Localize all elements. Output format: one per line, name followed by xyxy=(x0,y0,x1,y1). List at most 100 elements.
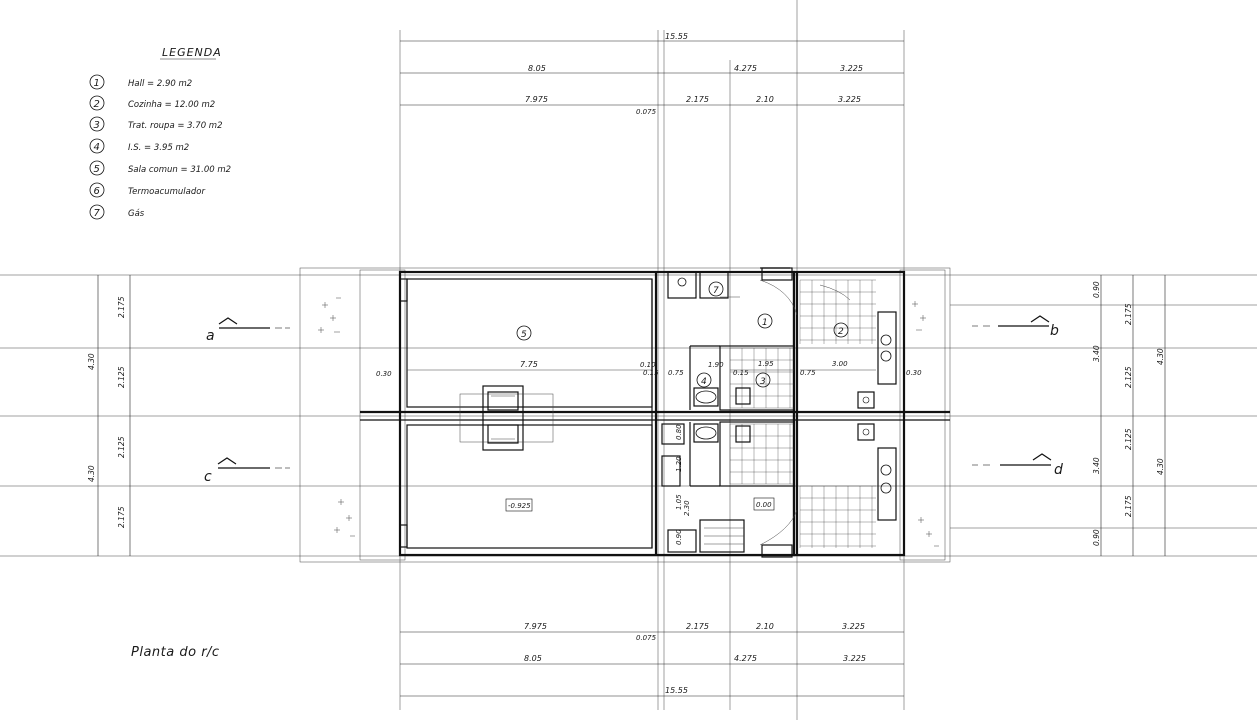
svg-text:Sala comun = 31.00 m2: Sala comun = 31.00 m2 xyxy=(128,165,231,175)
room-4-number: 4 xyxy=(701,377,707,387)
svg-text:3.225: 3.225 xyxy=(840,64,863,73)
svg-text:0.75: 0.75 xyxy=(668,369,684,377)
svg-text:7.975: 7.975 xyxy=(525,95,548,104)
room-numbers: 5 1 2 3 4 7 xyxy=(516,281,849,388)
svg-text:6: 6 xyxy=(94,186,100,197)
svg-text:Trat. roupa = 3.70 m2: Trat. roupa = 3.70 m2 xyxy=(128,121,223,131)
svg-text:3.00: 3.00 xyxy=(832,360,848,368)
svg-text:0.15: 0.15 xyxy=(643,369,659,377)
svg-text:2.175: 2.175 xyxy=(686,622,709,631)
svg-text:1.20: 1.20 xyxy=(675,456,683,472)
svg-text:2.10: 2.10 xyxy=(756,622,774,631)
svg-text:I.S. = 3.95 m2: I.S. = 3.95 m2 xyxy=(128,143,189,153)
svg-text:4.30: 4.30 xyxy=(1156,458,1165,475)
dim-total-top: 15.55 xyxy=(665,32,688,41)
dim-total-bottom: 15.55 xyxy=(665,686,688,695)
svg-text:3.225: 3.225 xyxy=(843,654,866,663)
room-5-number: 5 xyxy=(521,330,527,340)
svg-text:0.90: 0.90 xyxy=(1092,281,1101,298)
svg-text:2: 2 xyxy=(94,99,100,110)
svg-text:Cozinha = 12.00 m2: Cozinha = 12.00 m2 xyxy=(128,100,215,110)
room-3-number: 3 xyxy=(760,377,766,387)
svg-text:2.175: 2.175 xyxy=(117,296,126,318)
section-b-label: b xyxy=(1050,323,1059,339)
room-1-number: 1 xyxy=(762,318,768,328)
legend-title: LEGENDA xyxy=(162,46,222,59)
svg-text:7: 7 xyxy=(94,208,101,219)
svg-text:2.175: 2.175 xyxy=(1124,303,1133,325)
svg-text:4.30: 4.30 xyxy=(87,353,96,370)
level-sala: -0.925 xyxy=(508,502,531,510)
svg-text:0.15: 0.15 xyxy=(733,369,749,377)
svg-text:4.30: 4.30 xyxy=(1156,348,1165,365)
legend-item: 2 Cozinha = 12.00 m2 xyxy=(89,95,215,111)
section-markers: a b c d xyxy=(204,315,1063,485)
legend-item: 6 Termoacumulador xyxy=(89,182,205,198)
svg-text:1.90: 1.90 xyxy=(708,361,724,369)
bottom-dimensions: 7.975 2.175 2.10 3.225 0.075 8.05 4.275 … xyxy=(400,622,904,697)
svg-text:7.75: 7.75 xyxy=(520,360,538,369)
svg-text:4.275: 4.275 xyxy=(734,654,757,663)
legend-item: 5 Sala comun = 31.00 m2 xyxy=(89,160,231,176)
svg-text:Hall = 2.90 m2: Hall = 2.90 m2 xyxy=(128,79,192,89)
svg-text:1: 1 xyxy=(94,78,100,89)
svg-text:2.175: 2.175 xyxy=(117,506,126,528)
svg-text:3.40: 3.40 xyxy=(1092,345,1101,362)
level-hall: 0.00 xyxy=(756,501,772,509)
legend: LEGENDA 1 Hall = 2.90 m2 2 Cozinha = 12.… xyxy=(89,46,231,220)
svg-text:2.125: 2.125 xyxy=(117,436,126,458)
right-dimensions: 0.90 3.40 3.40 0.90 2.175 2.125 2.125 2.… xyxy=(1092,275,1166,556)
svg-text:4.30: 4.30 xyxy=(87,465,96,482)
svg-text:8.05: 8.05 xyxy=(528,64,546,73)
svg-text:0.90: 0.90 xyxy=(1092,529,1101,546)
legend-item: 4 I.S. = 3.95 m2 xyxy=(89,138,189,154)
svg-text:3.40: 3.40 xyxy=(1092,457,1101,474)
left-dimensions: 4.30 4.30 2.175 2.125 2.125 2.175 xyxy=(87,275,131,556)
svg-text:2.30: 2.30 xyxy=(683,500,691,516)
section-a-label: a xyxy=(206,328,215,344)
svg-text:4: 4 xyxy=(94,142,100,153)
svg-text:0.75: 0.75 xyxy=(800,369,816,377)
svg-text:0.90: 0.90 xyxy=(675,529,683,545)
svg-text:2.125: 2.125 xyxy=(1124,366,1133,388)
interior-dimensions: 7.75 0.30 0.30 0.10 0.15 0.75 1.90 0.15 … xyxy=(376,360,922,545)
svg-text:Termoacumulador: Termoacumulador xyxy=(128,187,205,197)
svg-text:0.30: 0.30 xyxy=(376,370,392,378)
svg-text:2.125: 2.125 xyxy=(1124,428,1133,450)
svg-text:3: 3 xyxy=(94,120,100,131)
svg-text:3.225: 3.225 xyxy=(842,622,865,631)
svg-text:0.30: 0.30 xyxy=(906,369,922,377)
svg-text:0.80: 0.80 xyxy=(675,424,683,440)
svg-text:3.225: 3.225 xyxy=(838,95,861,104)
svg-text:8.05: 8.05 xyxy=(524,654,542,663)
svg-text:2.175: 2.175 xyxy=(686,95,709,104)
svg-text:4.275: 4.275 xyxy=(734,64,757,73)
svg-text:2.175: 2.175 xyxy=(1124,495,1133,517)
horizontal-reference-lines xyxy=(0,274,1257,557)
svg-text:0.10: 0.10 xyxy=(640,361,656,369)
legend-item: 1 Hall = 2.90 m2 xyxy=(89,74,192,90)
kitchen-tiles xyxy=(729,279,876,409)
fixtures xyxy=(318,271,939,553)
room-2-number: 2 xyxy=(838,327,844,337)
svg-text:1.05: 1.05 xyxy=(675,494,683,510)
section-c-label: c xyxy=(204,469,212,485)
legend-item: 3 Trat. roupa = 3.70 m2 xyxy=(89,116,223,132)
kitchen-tiles-lower xyxy=(729,423,876,548)
svg-text:2.10: 2.10 xyxy=(756,95,774,104)
room-7-number: 7 xyxy=(713,286,719,296)
svg-text:0.075: 0.075 xyxy=(636,634,657,642)
top-dimensions: 15.55 8.05 4.275 3.225 7.975 2.175 2.10 … xyxy=(400,32,904,116)
svg-text:0.075: 0.075 xyxy=(636,108,657,116)
drawing-caption: Planta do r/c xyxy=(131,645,220,660)
svg-text:2.125: 2.125 xyxy=(117,366,126,388)
svg-text:1.95: 1.95 xyxy=(758,360,774,368)
building-walls xyxy=(299,267,951,563)
svg-text:5: 5 xyxy=(94,164,100,175)
legend-item: 7 Gás xyxy=(89,204,145,220)
central-duct xyxy=(459,385,554,451)
svg-text:7.975: 7.975 xyxy=(524,622,547,631)
section-d-label: d xyxy=(1054,462,1063,478)
svg-text:Gás: Gás xyxy=(128,209,145,219)
